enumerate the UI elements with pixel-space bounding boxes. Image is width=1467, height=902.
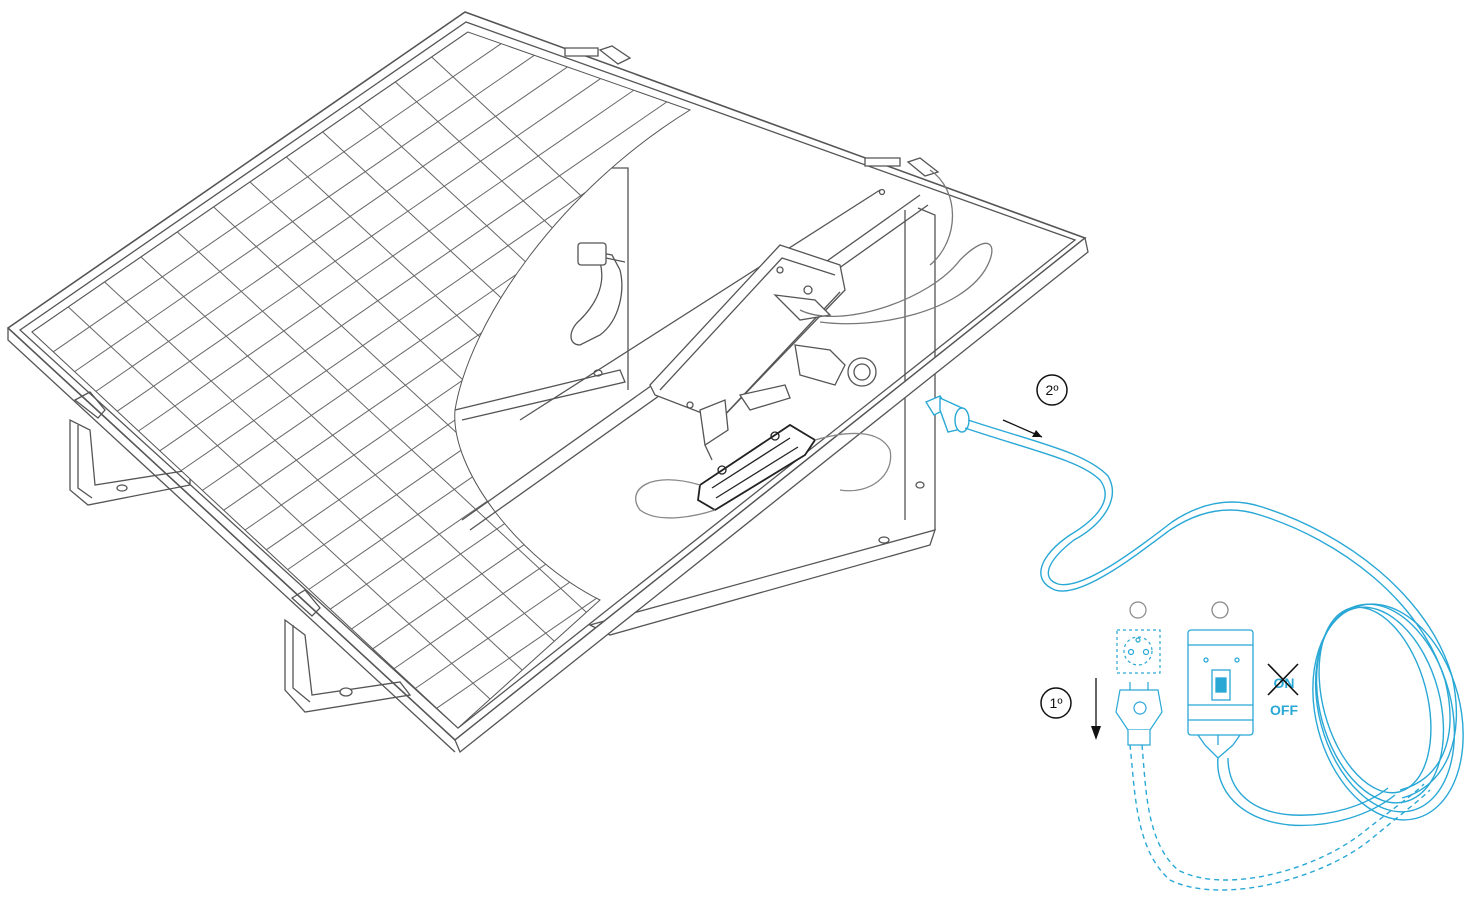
cell-row-line [415,207,690,689]
cell-row-line [74,32,690,373]
cell-row-line [159,32,690,452]
cable-connector-end [924,395,970,433]
step-2-label: 2º [1046,382,1059,398]
cell-row-line [95,32,690,392]
cell-row-line [116,32,690,412]
ac-connector [699,344,877,461]
step-1-label: 1º [1050,695,1063,711]
cross-icon [1267,663,1299,696]
wall-socket-icon [1116,601,1161,674]
step-1-marker: 1º [1040,678,1101,740]
switch-state-indicator: ON OFF [1267,663,1299,718]
step-2-marker: 2º [1002,374,1068,438]
junction-box [635,423,892,519]
solar-panel-icon [6,11,1089,754]
cell-row-line [372,168,690,650]
cell-row-line [393,188,690,670]
circuit-breaker-icon [1187,601,1254,759]
cell-row-line [138,32,690,432]
panel-cable-grey [799,169,993,325]
cell-row-line [351,148,690,630]
cell-row-line [180,32,690,472]
plug-icon [1115,682,1163,746]
ac-cable [924,395,1464,891]
microinverter [649,244,846,421]
cell-row-line [436,227,690,709]
switch-off-label: OFF [1270,702,1298,718]
solar-cells-grid [31,31,692,729]
rear-support-frame [454,167,937,636]
dc-connector-left [570,242,626,346]
cell-row-line [53,32,690,353]
panel-clips [564,45,940,196]
